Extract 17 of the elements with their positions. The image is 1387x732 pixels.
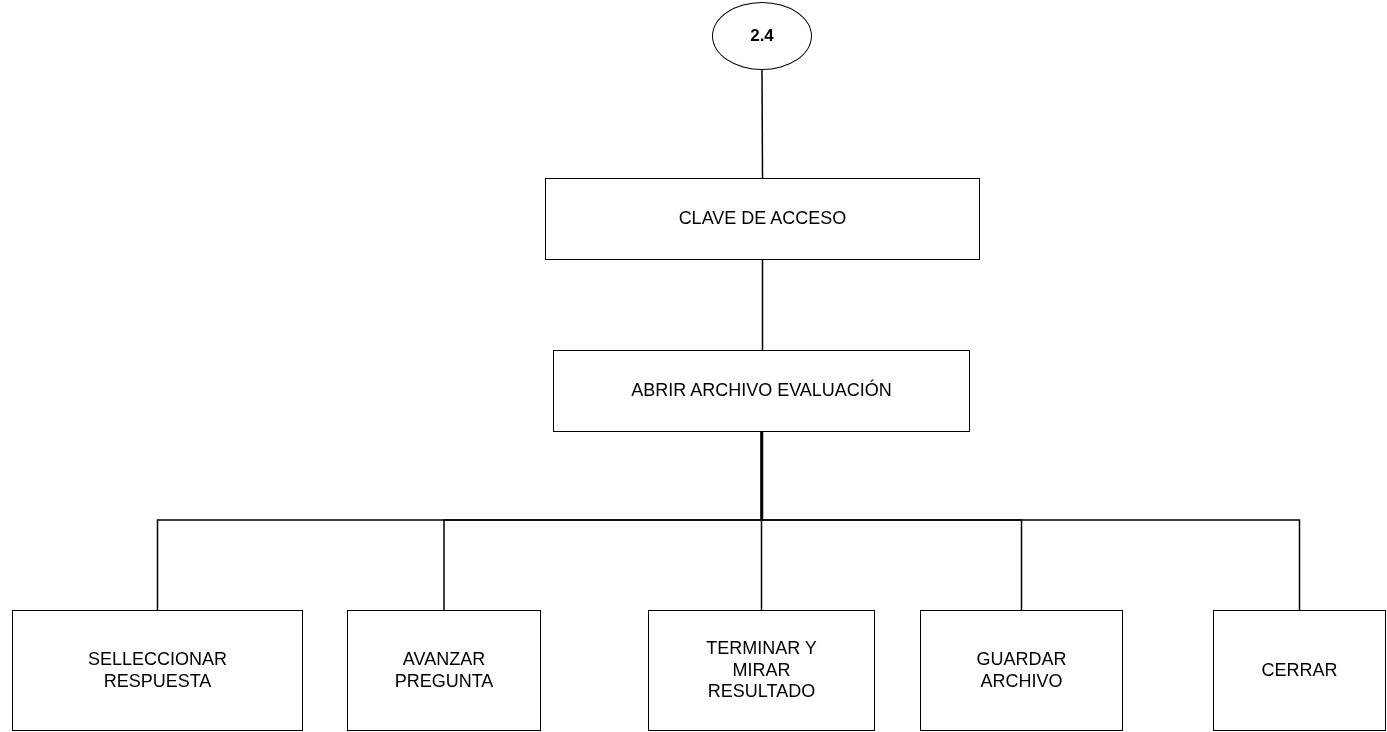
node-label: TERMINAR Y MIRAR RESULTADO [705,638,818,703]
process-box [553,350,970,432]
node-label: ABRIR ARCHIVO EVALUACIÓN [631,380,892,402]
node-label: 2.4 [750,25,774,47]
process-box [920,610,1123,731]
node-label: SELLECCIONAR RESPUESTA [86,648,228,693]
process-box [648,610,875,731]
process-box [347,610,541,731]
process-box [1213,610,1386,731]
connector-line [760,431,1301,611]
connector-line [761,69,764,179]
node-label: AVANZAR PREGUNTA [393,648,495,693]
node-label: CERRAR [1261,659,1338,682]
node-label: CLAVE DE ACCESO [678,208,847,230]
process-box [545,178,980,260]
process-box [12,610,303,731]
node-label: GUARDAR ARCHIVO [975,648,1068,693]
